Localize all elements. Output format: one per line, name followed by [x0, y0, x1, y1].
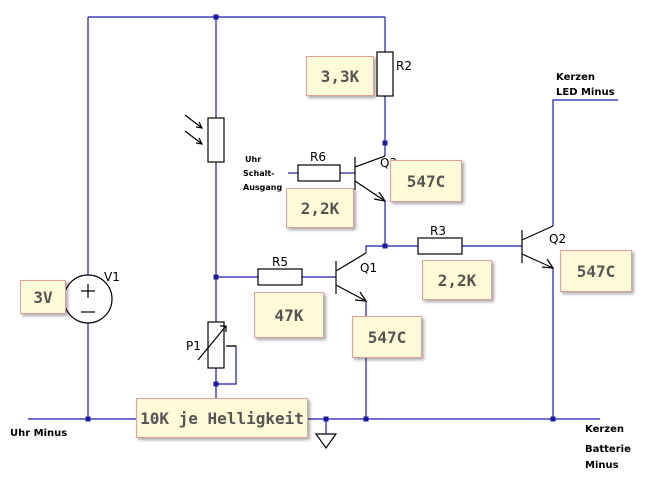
wire-q2-collector: [552, 99, 618, 226]
r5-resistor: R5: [257, 255, 303, 286]
r6-resistor: R6: [297, 150, 341, 182]
kerzen-batterie-label-line2: Batterie: [585, 444, 631, 455]
p1-potentiometer: P1: [186, 321, 236, 369]
q2-value-note: 547C: [560, 250, 632, 292]
q2-emitter-leg: [521, 253, 554, 269]
light-arrow-icon: [184, 114, 203, 129]
junction-dot: [363, 416, 369, 422]
uhr-schalt-label-line2: Schalt-: [243, 169, 274, 178]
light-arrow-icon: [184, 130, 203, 145]
r2-value-note: 3,3K: [306, 56, 374, 96]
r5-value-note: 47K: [254, 292, 324, 338]
uhr-minus-label: Uhr Minus: [10, 428, 67, 439]
v1-value-note: 3V: [20, 280, 66, 314]
kerzen-batterie-label-line3: Minus: [585, 460, 619, 471]
junction-dot: [213, 274, 219, 280]
junction-dot: [382, 140, 388, 146]
kerzen-batterie-label-line1: Kerzen: [585, 424, 624, 435]
junction-dot: [213, 14, 219, 20]
q1-collector-leg: [335, 252, 367, 272]
p1-adjust-arrow: [197, 325, 227, 361]
uhr-schalt-label-line1: Uhr: [245, 155, 261, 164]
r2-resistor: R2: [376, 51, 412, 97]
wire-q1-collector: [365, 245, 385, 253]
q2-label: Q2: [549, 232, 566, 246]
uhr-schalt-label-line3: Ausgang: [243, 183, 282, 192]
r3-value-note: 2,2K: [422, 260, 492, 300]
r5-label: R5: [272, 255, 288, 269]
r6-value-note: 2,2K: [286, 188, 354, 228]
junction-dot: [550, 416, 556, 422]
v1-label: V1: [104, 270, 120, 284]
junction-dot: [85, 416, 91, 422]
p1-value-note: 10K je Helligkeit: [136, 398, 308, 438]
q3-emitter-arrow: [373, 191, 387, 202]
q1-label: Q1: [360, 261, 377, 275]
q2-collector-leg: [521, 225, 554, 241]
r3-body: [417, 237, 463, 255]
p1-adjust-arrow: [220, 325, 227, 332]
v1-source: V1: [63, 270, 120, 324]
r2-label: R2: [396, 59, 412, 73]
r6-label: R6: [310, 150, 326, 164]
p1-label: P1: [186, 339, 201, 353]
kerzen-led-label-line2: LED Minus: [556, 87, 615, 98]
r3-resistor: R3: [417, 224, 463, 255]
junction-dot: [213, 381, 219, 387]
r5-body: [257, 268, 303, 286]
junction-dot: [382, 243, 388, 249]
q3-collector-leg: [354, 155, 386, 168]
ldr-body: [207, 117, 225, 163]
kerzen-led-label-line1: Kerzen: [556, 72, 595, 83]
light-arrow-icon: [195, 121, 204, 129]
ground-triangle: [314, 433, 338, 450]
ldr: [184, 114, 225, 163]
r6-body: [297, 164, 341, 182]
r3-label: R3: [430, 224, 446, 238]
q3-emitter-leg: [354, 180, 386, 202]
q3-value-note: 547C: [390, 160, 462, 202]
q2-transistor: Q2: [521, 225, 566, 269]
ground-icon: [314, 433, 338, 450]
junction-dot: [323, 416, 329, 422]
q1-transistor: Q1: [335, 252, 377, 302]
q1-emitter-leg: [335, 284, 367, 302]
r2-body: [376, 51, 394, 97]
net-labels: Uhr Schalt- Ausgang Kerzen LED Minus Uhr…: [10, 72, 631, 471]
q1-emitter-arrow: [354, 291, 368, 302]
light-arrow-icon: [195, 137, 204, 145]
q1-value-note: 547C: [352, 316, 422, 358]
wires: [28, 16, 618, 434]
q2-emitter-arrow: [541, 258, 555, 269]
